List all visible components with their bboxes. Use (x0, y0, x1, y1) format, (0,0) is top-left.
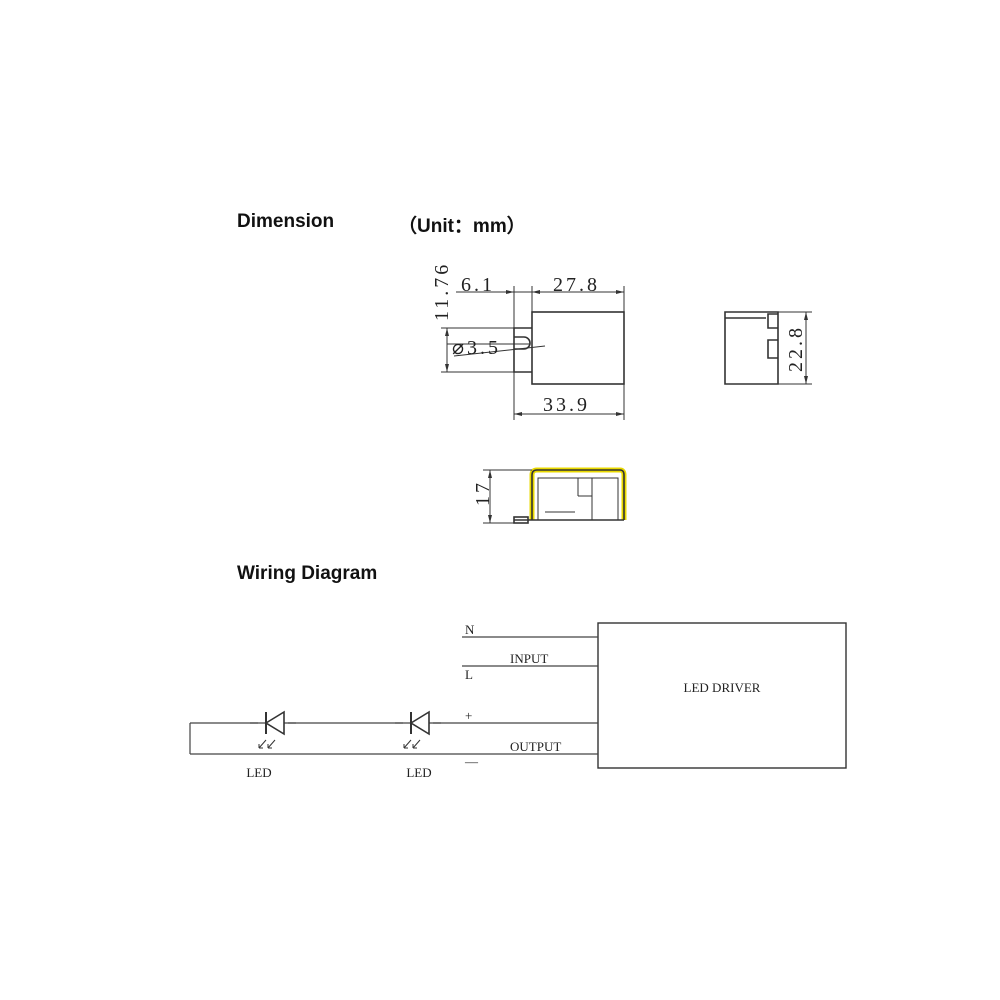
wiring-diagram: LED DRIVER N INPUT L + OUTPUT — (189, 622, 847, 780)
led-symbol (395, 710, 441, 749)
body-length-label: 27.8 (553, 274, 600, 296)
height-dimension-label: 11.76 (431, 262, 453, 321)
top-view-body (531, 311, 625, 385)
input-label: INPUT (510, 651, 548, 666)
end-view-body (724, 311, 779, 385)
output-plus-label: + (465, 708, 472, 723)
led-symbol (250, 710, 296, 749)
output-minus-label: — (464, 754, 479, 769)
width-dimension-label: 22.8 (785, 325, 807, 372)
input-l-label: L (465, 667, 473, 682)
overall-length-label: 33.9 (543, 394, 590, 416)
end-view: 22.8 (724, 311, 812, 385)
top-view-tab (513, 327, 532, 373)
led-label: LED (246, 765, 271, 780)
led-driver-box (597, 622, 847, 769)
dimension-title: Dimension (237, 211, 335, 232)
wiring-diagram-title: Wiring Diagram (237, 563, 378, 584)
mounting-hole (514, 336, 531, 350)
hole-diameter-label: ⌀3.5 (452, 337, 501, 359)
led-label: LED (406, 765, 431, 780)
led-driver-label: LED DRIVER (684, 680, 761, 695)
top-view: 11.76 6.1 27.8 ⌀3.5 33.9 (431, 262, 625, 420)
input-n-label: N (465, 622, 475, 637)
side-height-label: 17 (472, 480, 494, 506)
tab-dimension-label: 6.1 (461, 274, 495, 296)
side-view: 17 (472, 467, 627, 524)
unit-label: （Unit：mm） (398, 216, 526, 237)
output-label: OUTPUT (510, 739, 561, 754)
